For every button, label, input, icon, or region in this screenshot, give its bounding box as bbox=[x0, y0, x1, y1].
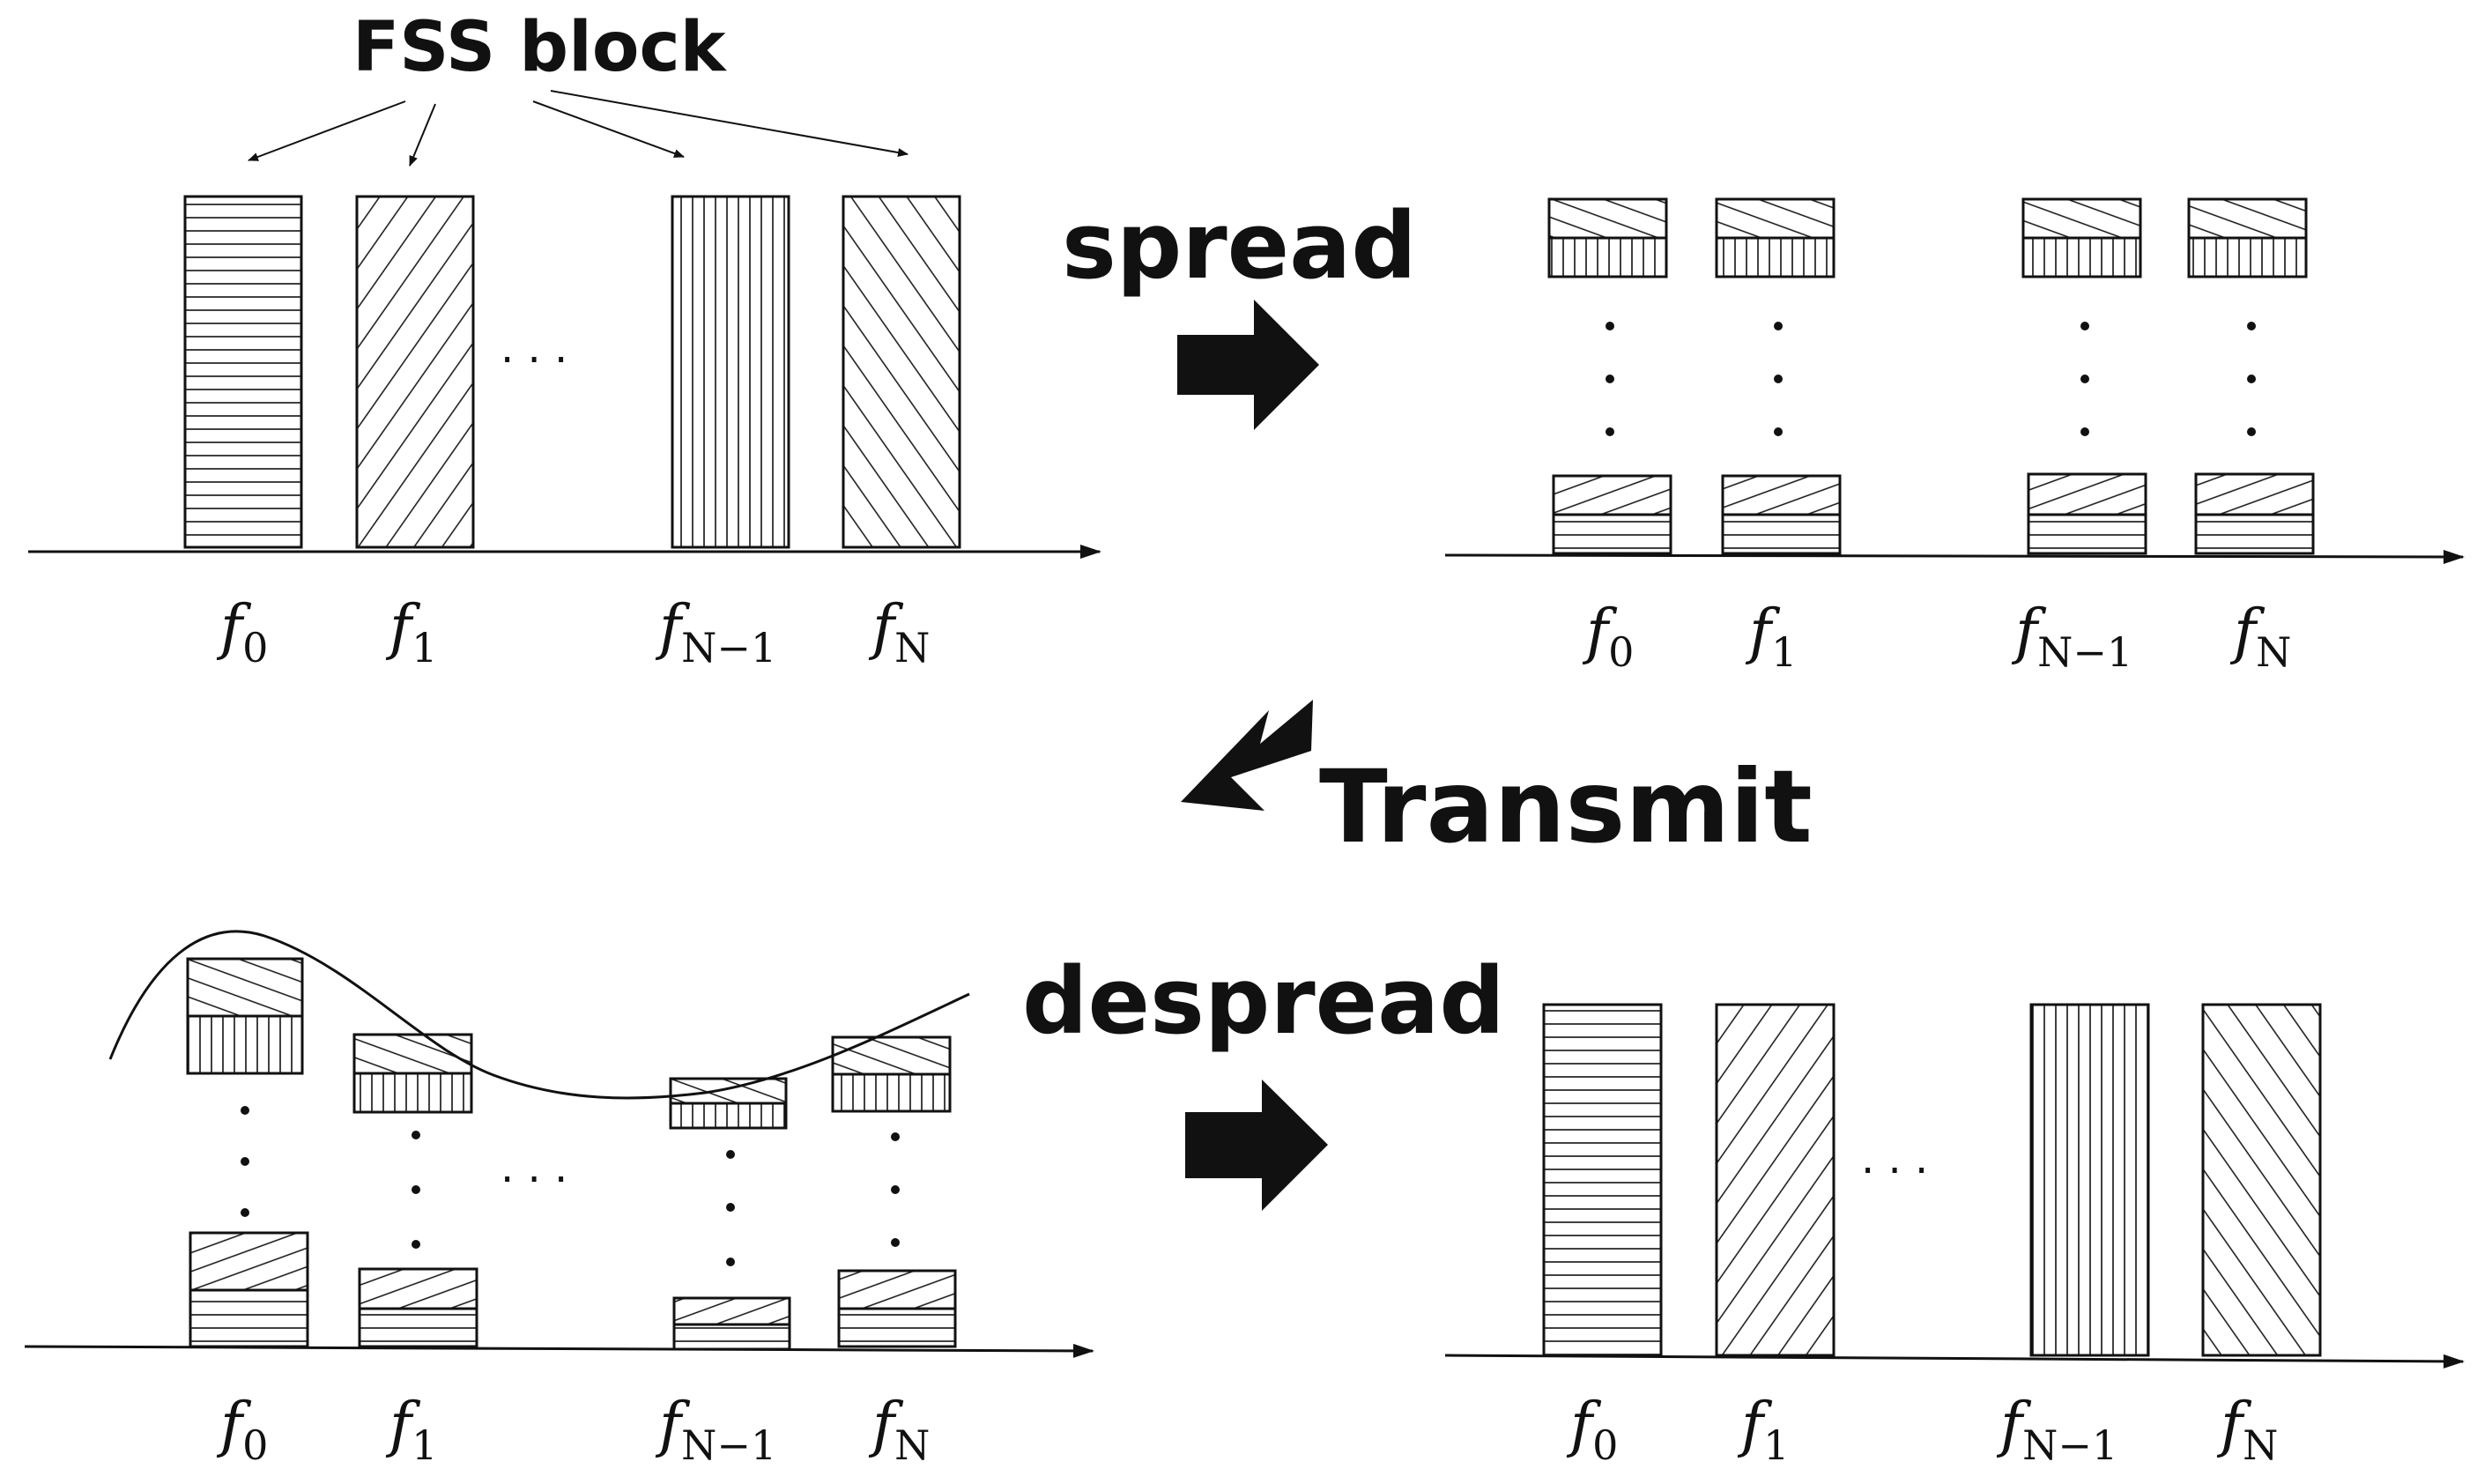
block-fn bbox=[842, 195, 961, 549]
recv-top-a-fn bbox=[831, 1035, 952, 1076]
channel-response-curve bbox=[108, 930, 970, 1100]
spread-bot-b-fn1 bbox=[2027, 513, 2147, 555]
spread-top-b-f1 bbox=[1715, 236, 1836, 278]
spread-top-a-f0 bbox=[1547, 197, 1668, 240]
panel-spread: f0 f1 fN−1 fN bbox=[1444, 197, 2465, 676]
block-f1 bbox=[355, 195, 475, 549]
ellipsis: · · · bbox=[501, 336, 567, 385]
recv-top-b-fn1 bbox=[669, 1102, 788, 1130]
despread-label: despread bbox=[1022, 947, 1505, 1055]
recv-top-b-f0 bbox=[186, 1014, 304, 1075]
ellipsis: · · · bbox=[501, 1155, 567, 1205]
freq-label-f0: f0 bbox=[1566, 1391, 1618, 1469]
transmit-arrow-icon bbox=[1181, 700, 1313, 811]
freq-label-f1: f1 bbox=[1737, 1391, 1789, 1469]
spread-label: spread bbox=[1062, 192, 1417, 300]
recv-top-b-f1 bbox=[352, 1072, 473, 1114]
recv-bot-a-f1 bbox=[358, 1267, 478, 1310]
recv-bot-a-fn bbox=[837, 1269, 957, 1310]
spread-arrow-icon bbox=[1177, 300, 1319, 430]
freq-label-fn: fN bbox=[868, 1391, 930, 1469]
pointer-fn bbox=[550, 90, 908, 157]
spread-step: spread bbox=[1062, 192, 1417, 430]
spread-bot-b-fn bbox=[2194, 513, 2315, 555]
panel-recovered: · · · f0 f1 fN−1 fN bbox=[1444, 1003, 2465, 1469]
block-fn bbox=[2201, 1003, 2322, 1357]
block-fn1 bbox=[2029, 1003, 2150, 1357]
spread-top-a-f1 bbox=[1715, 197, 1836, 240]
freq-label-fn1: fN−1 bbox=[655, 593, 776, 672]
recv-bot-a-f0 bbox=[189, 1231, 309, 1292]
freq-label-f1: f1 bbox=[385, 1391, 437, 1469]
panel-original: FSS block · · · f0 f1 fN−1 fN bbox=[28, 8, 1101, 672]
freq-label-fn1: fN−1 bbox=[655, 1391, 776, 1469]
frequency-labels: f0 f1 fN−1 fN bbox=[216, 593, 930, 672]
fss-block-label: FSS block bbox=[352, 8, 728, 87]
freq-label-fn: fN bbox=[2229, 597, 2291, 676]
recv-top-a-f0 bbox=[186, 957, 304, 1018]
spread-top-b-fn1 bbox=[2021, 236, 2142, 278]
fss-block-pointers bbox=[248, 90, 908, 167]
spread-bot-a-fn1 bbox=[2027, 472, 2147, 516]
freq-label-f0: f0 bbox=[1582, 597, 1634, 676]
recv-bot-b-fn1 bbox=[672, 1323, 791, 1351]
freq-label-fn: fN bbox=[868, 593, 930, 672]
pointer-f1 bbox=[409, 103, 436, 167]
frequency-axis bbox=[24, 1343, 1094, 1358]
spread-top-a-fn1 bbox=[2021, 197, 2142, 240]
vertical-ellipses bbox=[241, 1106, 900, 1266]
spread-top-a-fn bbox=[2187, 197, 2308, 240]
ellipsis: · · · bbox=[1861, 1146, 1928, 1196]
freq-label-fn1: fN−1 bbox=[1996, 1391, 2117, 1469]
freq-label-f0: f0 bbox=[216, 593, 268, 672]
recv-top-a-fn1 bbox=[669, 1077, 788, 1105]
recv-bot-b-fn bbox=[837, 1307, 957, 1348]
frequency-labels: f0 f1 fN−1 fN bbox=[216, 1391, 930, 1469]
spread-bot-b-f0 bbox=[1552, 513, 1672, 555]
recv-bot-b-f0 bbox=[189, 1288, 309, 1348]
recv-bot-a-fn1 bbox=[672, 1296, 791, 1326]
freq-label-f0: f0 bbox=[216, 1391, 268, 1469]
recv-top-b-fn bbox=[831, 1072, 952, 1113]
despread-step: despread bbox=[1022, 947, 1505, 1211]
spread-top-b-f0 bbox=[1547, 236, 1668, 278]
spread-bot-b-f1 bbox=[1721, 513, 1842, 555]
block-f1 bbox=[1715, 1003, 1836, 1357]
spread-bot-a-fn bbox=[2194, 472, 2315, 516]
block-f0 bbox=[1542, 1003, 1663, 1357]
freq-label-fn1: fN−1 bbox=[2011, 597, 2132, 676]
despread-arrow-icon bbox=[1185, 1080, 1328, 1211]
pointer-fn1 bbox=[532, 100, 685, 158]
freq-label-f1: f1 bbox=[1745, 597, 1797, 676]
spread-top-b-fn bbox=[2187, 236, 2308, 278]
spread-bot-a-f1 bbox=[1721, 474, 1842, 516]
block-fn1 bbox=[671, 195, 790, 549]
frequency-axis bbox=[1444, 549, 2465, 564]
frequency-axis bbox=[1444, 1354, 2465, 1369]
panel-received: · · · f0 f1 fN−1 fN bbox=[24, 930, 1094, 1469]
pointer-f0 bbox=[248, 100, 406, 161]
frequency-labels: f0 f1 fN−1 fN bbox=[1582, 597, 2291, 676]
freq-label-f1: f1 bbox=[385, 593, 437, 672]
spread-bot-a-f0 bbox=[1552, 474, 1672, 516]
block-f0 bbox=[183, 195, 303, 549]
recv-bot-b-f1 bbox=[358, 1307, 478, 1348]
transmit-label: Transmit bbox=[1319, 748, 1813, 865]
frequency-labels: f0 f1 fN−1 fN bbox=[1566, 1391, 2278, 1469]
vertical-ellipses bbox=[1606, 322, 2256, 436]
freq-label-fn: fN bbox=[2216, 1391, 2278, 1469]
transmit-step: Transmit bbox=[1181, 700, 1813, 865]
